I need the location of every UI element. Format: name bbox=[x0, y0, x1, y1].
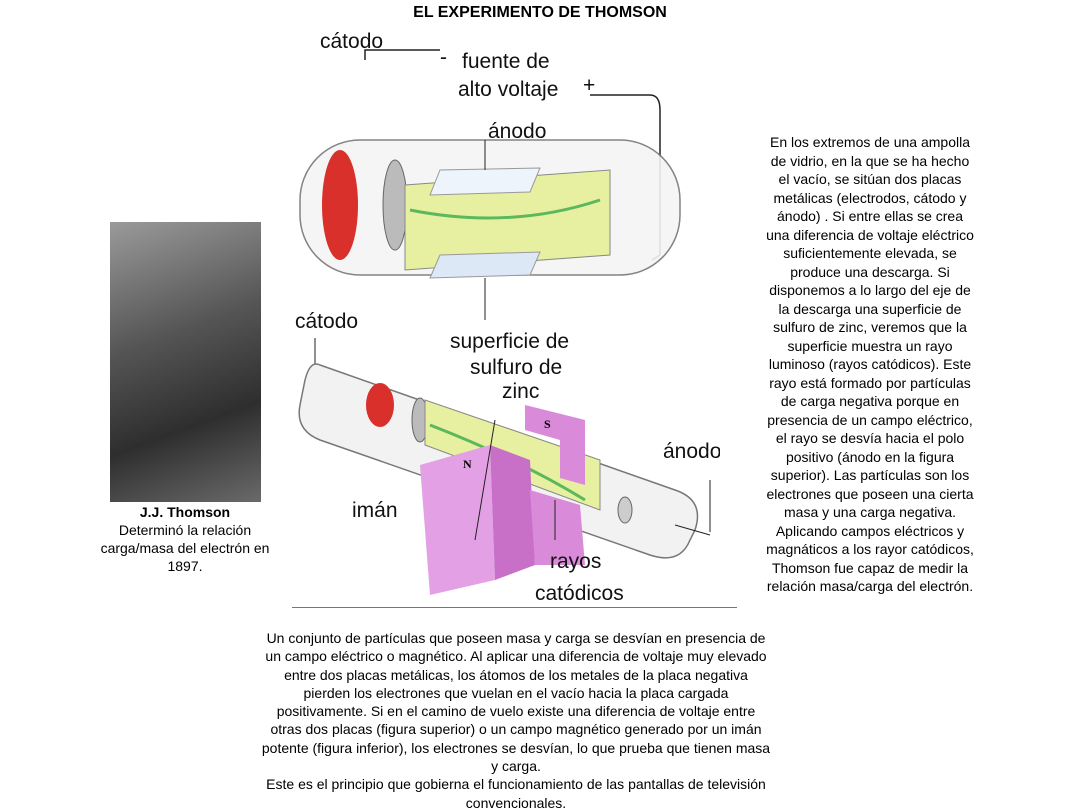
plus-sign: + bbox=[583, 74, 595, 97]
magnet-label: imán bbox=[352, 499, 398, 522]
north-pole-label: N bbox=[463, 457, 472, 471]
thomson-diagram: cátodo - fuente de alto voltaje + ánodo … bbox=[295, 30, 720, 605]
south-pole-label: S bbox=[544, 417, 551, 431]
bottom-text: Un conjunto de partículas que poseen mas… bbox=[260, 629, 772, 810]
source-label-1: fuente de bbox=[462, 50, 550, 73]
top-tube: cátodo - fuente de alto voltaje + ánodo bbox=[299, 30, 681, 320]
zinc-label-2: sulfuro de bbox=[470, 356, 562, 379]
explanation-text: En los extremos de una ampolla de vidrio… bbox=[766, 134, 974, 594]
bottom-paragraph-2: Este es el principio que gobierna el fun… bbox=[266, 776, 766, 810]
bottom-paragraph-1: Un conjunto de partículas que poseen mas… bbox=[261, 630, 771, 775]
rays-label-2: catódicos bbox=[535, 582, 624, 605]
minus-sign: - bbox=[440, 46, 447, 69]
zinc-label-1: superficie de bbox=[450, 330, 569, 353]
portrait-caption: J.J. Thomson Determinó la relación carga… bbox=[100, 503, 270, 575]
top-cathode-label: cátodo bbox=[320, 30, 383, 53]
portrait-description: Determinó la relación carga/masa del ele… bbox=[100, 522, 270, 574]
portrait-name: J.J. Thomson bbox=[139, 504, 231, 520]
rays-label-1: rayos bbox=[550, 550, 601, 573]
divider bbox=[292, 607, 737, 608]
bottom-anode-label: ánodo bbox=[663, 440, 720, 463]
bottom-cathode-label: cátodo bbox=[295, 310, 358, 333]
page-title: EL EXPERIMENTO DE THOMSON bbox=[413, 4, 667, 21]
bottom-tube: cátodo superficie de sulfuro de zinc áno… bbox=[295, 310, 720, 605]
thomson-portrait bbox=[110, 222, 261, 502]
zinc-label-3: zinc bbox=[502, 380, 539, 403]
top-anode-label: ánodo bbox=[488, 120, 546, 143]
source-label-2: alto voltaje bbox=[458, 78, 558, 101]
